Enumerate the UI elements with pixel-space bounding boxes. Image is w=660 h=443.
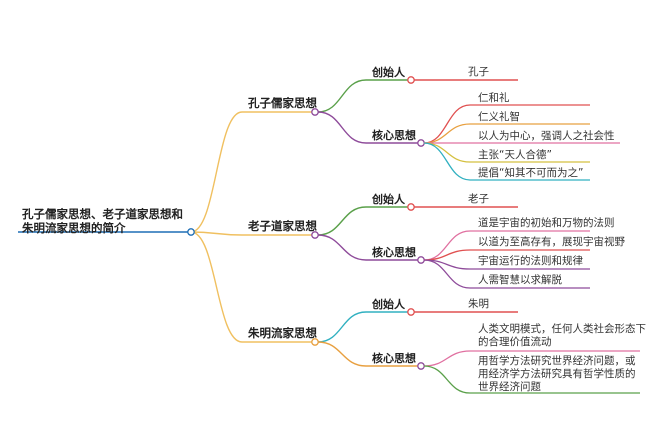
connector-founder-taoism <box>317 206 408 236</box>
connector-founder-zhuming <box>317 311 408 343</box>
node-core-taoism <box>417 256 425 264</box>
core-label-zhuming: 核心思想 <box>372 352 416 365</box>
core-item-confucianism-4: 主张“天人合德” <box>478 149 552 161</box>
core-item-confucianism-3: 以人为中心，强调人之社会性 <box>478 130 615 142</box>
connector-root-to-taoism <box>190 231 312 236</box>
core-item-zhuming-1: 人类文明模式，任何人类社会形态下的合理价值流动 <box>478 323 646 348</box>
connector-founder-confucianism <box>317 79 408 113</box>
node-founder-zhuming <box>407 308 415 316</box>
connector-core-zhuming <box>317 341 418 367</box>
core-item-taoism-3: 宇宙运行的法则和规律 <box>478 255 583 267</box>
core-item-zhuming-2: 用哲学方法研究世界经济问题，或用经济学方法研究具有哲学性质的世界经济问题 <box>478 355 636 393</box>
branch-title-taoism: 老子道家思想 <box>248 219 317 233</box>
core-item-confucianism-5: 提倡“知其不可而为之” <box>478 167 584 179</box>
node-core-confucianism <box>417 139 425 147</box>
core-item-taoism-2: 以道为至高存有，展现宇宙视野 <box>478 236 625 248</box>
connector-core-confucianism <box>317 111 418 144</box>
founder-label-taoism: 创始人 <box>372 193 405 206</box>
connector-core-taoism <box>317 234 418 261</box>
connector-root-to-confucianism <box>190 111 312 233</box>
branch-title-zhuming: 朱明流家思想 <box>248 326 317 340</box>
connector-core-item-confucianism-1 <box>423 104 590 144</box>
founder-value-taoism: 老子 <box>468 193 489 205</box>
connector-core-item-taoism-4 <box>423 259 590 289</box>
founder-value-zhuming: 朱明 <box>468 298 489 310</box>
core-label-taoism: 核心思想 <box>372 246 416 259</box>
branch-title-confucianism: 孔子儒家思想 <box>248 96 317 110</box>
node-founder-taoism <box>407 203 415 211</box>
core-item-confucianism-2: 仁义礼智 <box>478 111 520 123</box>
root-topic: 孔子儒家思想、老子道家思想和朱明流家思想的简介 <box>22 207 183 235</box>
founder-label-zhuming: 创始人 <box>372 298 405 311</box>
connector-core-item-zhuming-1 <box>423 350 640 367</box>
core-label-confucianism: 核心思想 <box>372 129 416 142</box>
core-item-confucianism-1: 仁和礼 <box>478 92 510 104</box>
founder-value-confucianism: 孔子 <box>468 66 489 78</box>
connector-core-item-confucianism-5 <box>423 142 590 181</box>
node-core-zhuming <box>417 362 425 370</box>
core-item-taoism-1: 道是宇宙的初始和万物的法则 <box>478 217 615 229</box>
core-item-taoism-4: 人需智慧以求解脱 <box>478 274 562 286</box>
connector-core-item-zhuming-2 <box>423 365 640 394</box>
founder-label-confucianism: 创始人 <box>372 66 405 79</box>
node-branch-confucianism <box>311 108 319 116</box>
node-founder-confucianism <box>407 76 415 84</box>
connector-root-to-zhuming <box>190 231 312 343</box>
connector-core-item-taoism-2 <box>423 249 590 261</box>
node-root <box>187 228 195 236</box>
connector-core-item-confucianism-2 <box>423 123 590 144</box>
node-branch-zhuming <box>311 338 319 346</box>
node-branch-taoism <box>311 231 319 239</box>
